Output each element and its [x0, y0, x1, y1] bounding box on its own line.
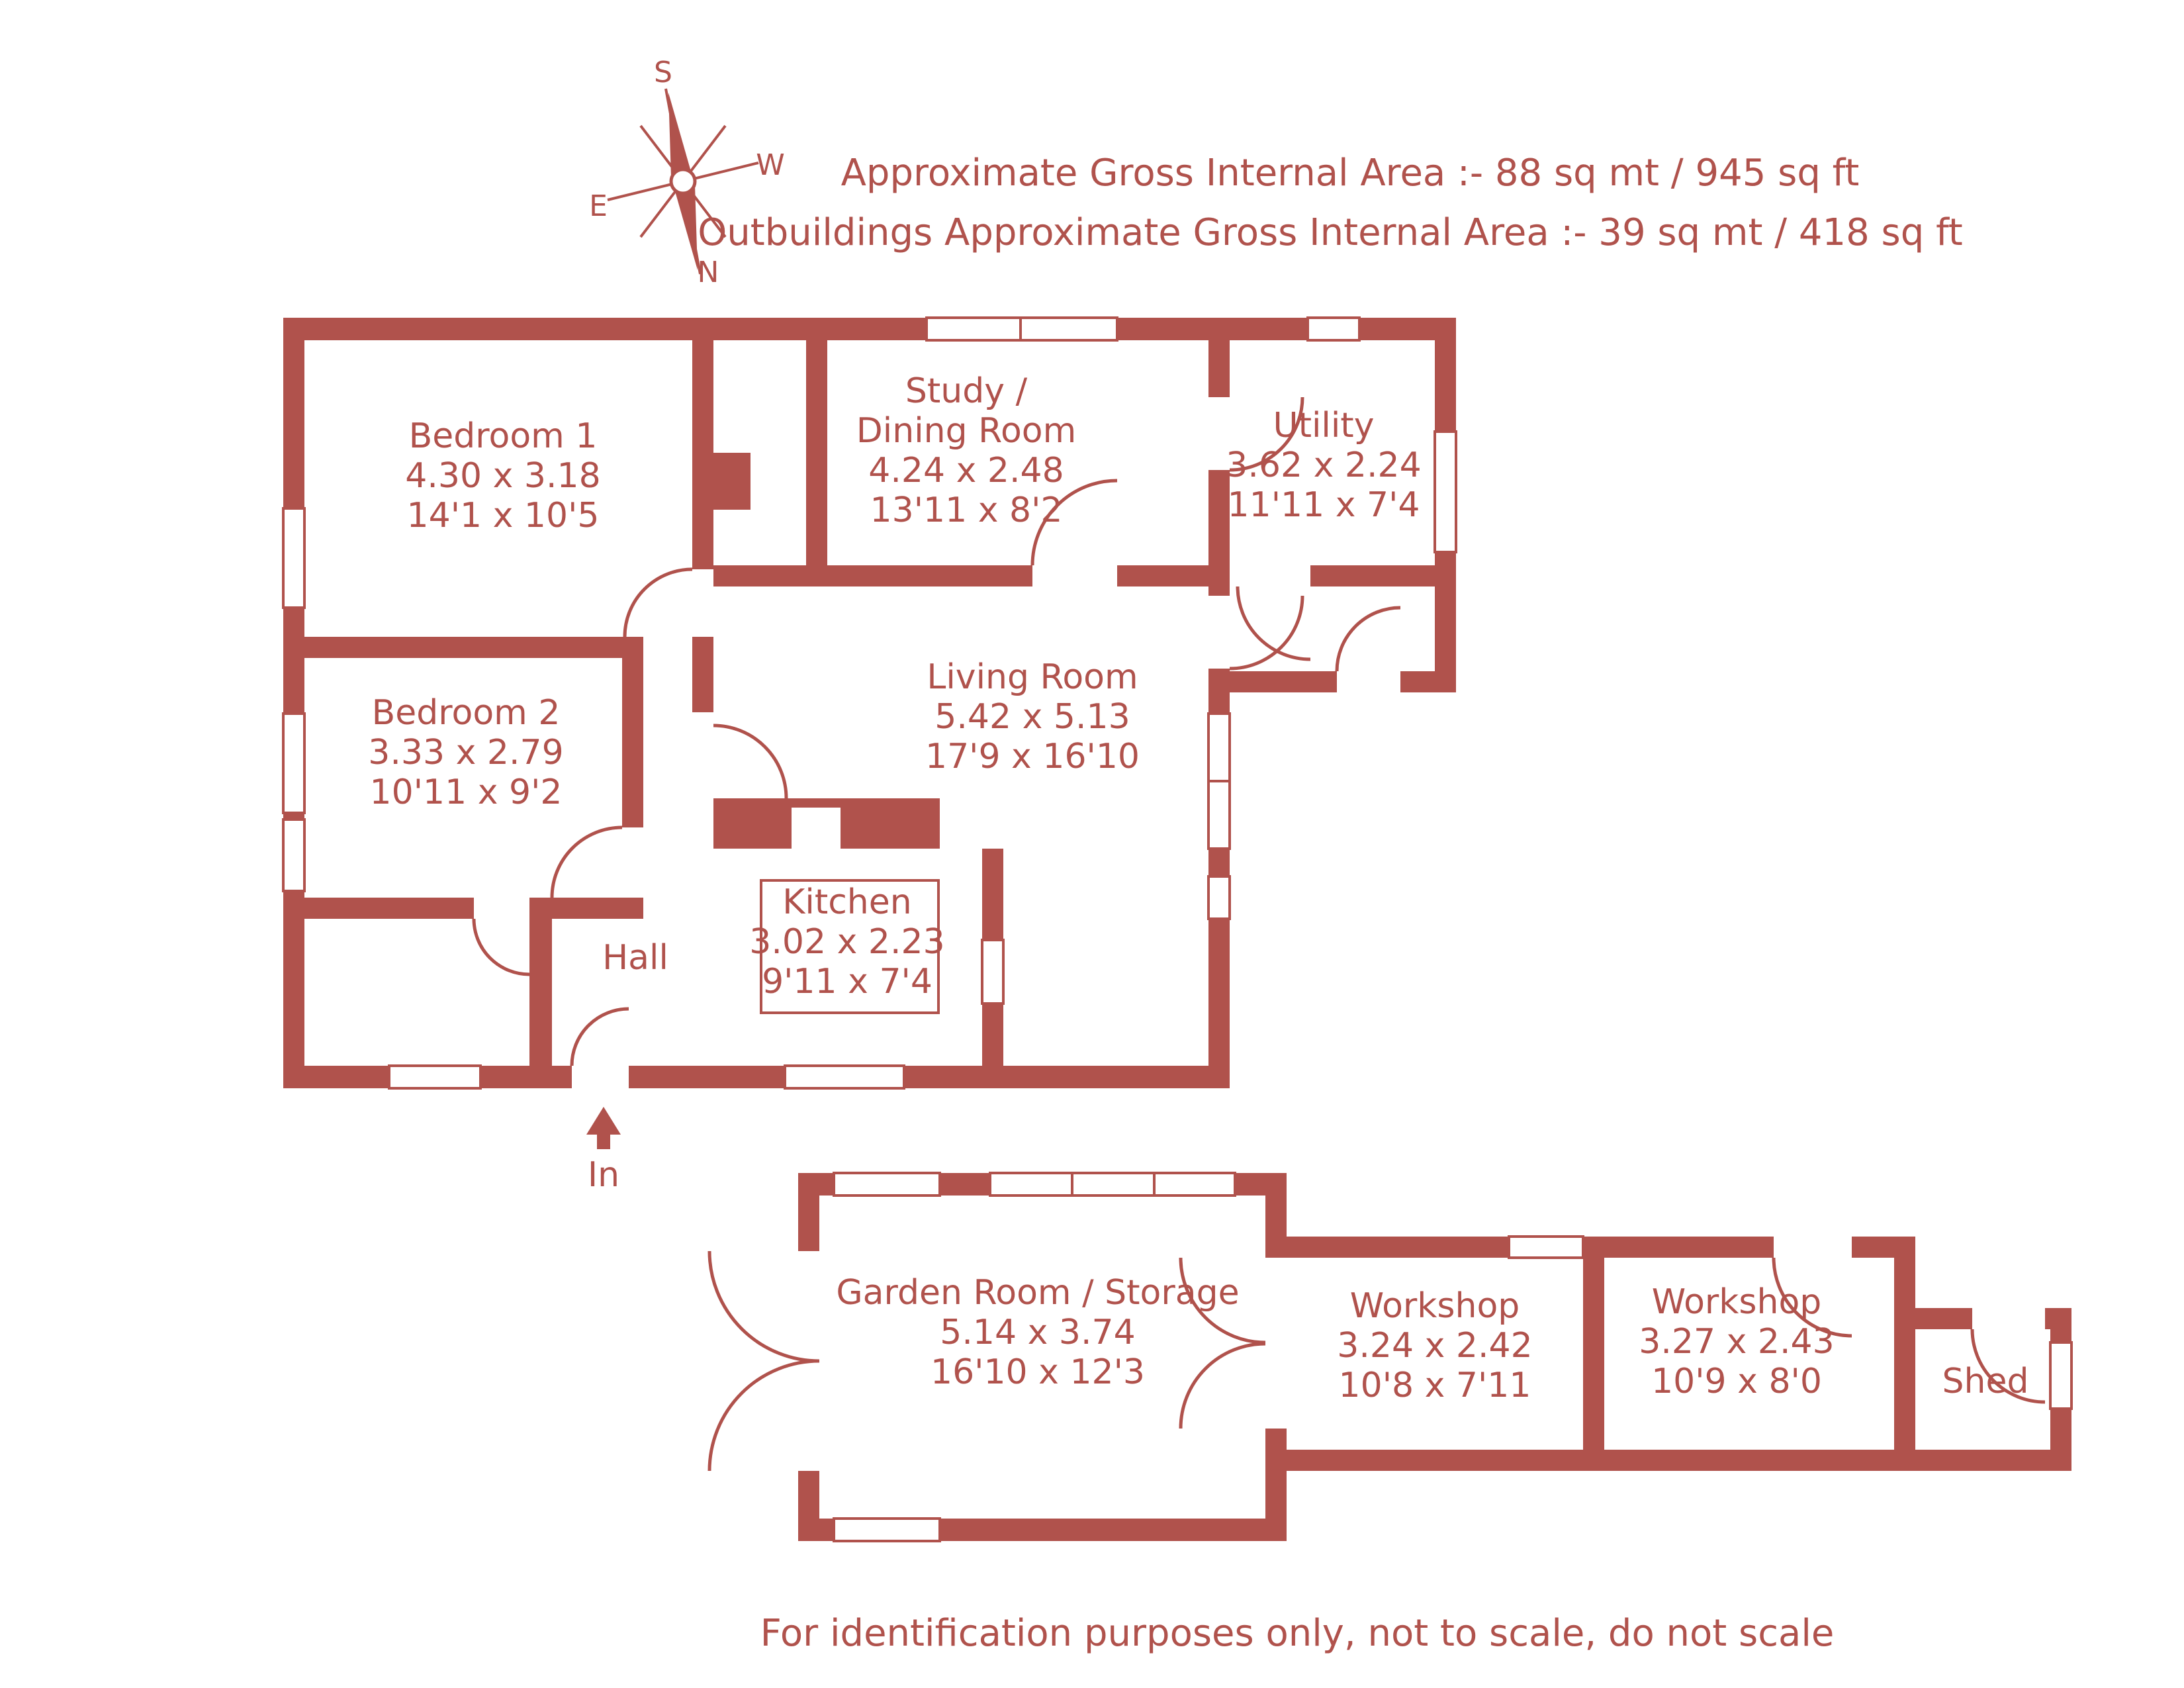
walls-main-house [283, 318, 1456, 1088]
room-label-bedroom1: Bedroom 1 4.30 x 3.18 14'1 x 10'5 [405, 416, 600, 536]
window [282, 507, 306, 609]
room-dims-metric: 3.62 x 2.24 [1226, 445, 1421, 485]
room-dims-metric: 5.42 x 5.13 [934, 697, 1130, 737]
room-labels: Bedroom 1 4.30 x 3.18 14'1 x 10'5 Bedroo… [368, 371, 2028, 1405]
window [2049, 1341, 2073, 1410]
door-arc-garden-workshop-top [1179, 1257, 1266, 1344]
room-name: Study / [905, 371, 1028, 411]
room-dims-imperial: 10'11 x 9'2 [370, 773, 563, 812]
room-dims-metric: 3.02 x 2.23 [749, 922, 944, 962]
window [282, 712, 306, 814]
room-name: Workshop [1350, 1286, 1520, 1326]
room-dims-metric: 4.30 x 3.18 [405, 456, 600, 496]
compass-label-n: N [698, 256, 719, 289]
windows-outbuildings [833, 1172, 2073, 1542]
entrance-arrow-icon [586, 1107, 621, 1135]
compass-label-s: S [654, 56, 672, 89]
room-dims-metric: 3.33 x 2.79 [368, 733, 563, 773]
room-name: Garden Room / Storage [836, 1273, 1239, 1313]
room-dims-imperial: 13'11 x 8'2 [870, 491, 1063, 530]
room-name: Workshop [1652, 1282, 1822, 1322]
door-arc-workshop2 [1772, 1257, 1852, 1338]
room-name: Kitchen [782, 882, 911, 922]
window [833, 1517, 941, 1542]
room-label-kitchen: Kitchen 3.02 x 2.23 9'11 x 7'4 [749, 879, 945, 1014]
room-name: Utility [1273, 406, 1375, 445]
room-name: Bedroom 1 [409, 416, 598, 456]
window [1306, 316, 1361, 342]
compass-hub [669, 167, 697, 195]
compass-label-w: W [756, 148, 785, 182]
room-label-garden-room: Garden Room / Storage 5.14 x 3.74 16'10 … [836, 1273, 1239, 1392]
room-label-shed: Shed [1942, 1362, 2029, 1401]
room-name-2: Dining Room [856, 411, 1076, 451]
window [282, 818, 306, 892]
door-arc-garden-workshop-bottom [1179, 1342, 1266, 1429]
room-dims-metric: 4.24 x 2.48 [868, 451, 1064, 491]
entrance-arrow-stem [597, 1132, 610, 1149]
area-summary-line2: Outbuildings Approximate Gross Internal … [698, 211, 1963, 254]
room-dims-imperial: 16'10 x 12'3 [931, 1352, 1145, 1392]
room-dims-metric: 5.14 x 3.74 [940, 1313, 1135, 1352]
door-arc-living-lobby [1229, 595, 1304, 671]
door-arc-study [1030, 479, 1118, 566]
room-label-utility: Utility 3.62 x 2.24 11'11 x 7'4 [1226, 406, 1421, 525]
room-label-living: Living Room 5.42 x 5.13 17'9 x 16'10 [925, 657, 1140, 776]
window [833, 1172, 941, 1197]
room-name: Shed [1942, 1362, 2029, 1401]
window [1433, 430, 1457, 553]
room-dims-metric: 3.24 x 2.42 [1337, 1326, 1532, 1366]
door-arc-hall-living [713, 724, 788, 799]
disclaimer-text: For identification purposes only, not to… [760, 1612, 1835, 1655]
room-dims-imperial: 11'11 x 7'4 [1228, 485, 1420, 525]
door-arc-garden-room-left-top [707, 1250, 820, 1363]
room-label-bedroom2: Bedroom 2 3.33 x 2.79 10'11 x 9'2 [368, 693, 563, 812]
compass-rose: S W E N [589, 56, 785, 289]
room-dims-imperial: 9'11 x 7'4 [762, 962, 933, 1002]
door-arc-garden-room-left-bottom [707, 1359, 820, 1472]
room-label-hall: Hall [602, 938, 668, 978]
windows-main-house [282, 316, 1457, 1090]
door-arc-back-door [1335, 606, 1401, 672]
door-arc-utility-lobby [1236, 586, 1311, 661]
area-summary-line1: Approximate Gross Internal Area :- 88 sq… [841, 152, 1860, 195]
compass-label-e: E [589, 189, 608, 223]
room-dims-imperial: 14'1 x 10'5 [407, 496, 600, 536]
doors-main-house [472, 397, 1401, 1066]
window [989, 1172, 1236, 1197]
room-name: Living Room [927, 657, 1138, 697]
room-dims-imperial: 10'9 x 8'0 [1651, 1362, 1822, 1401]
door-arc-bedroom2 [550, 825, 623, 898]
door-arc-bottom-room [472, 918, 530, 976]
window [1207, 875, 1231, 920]
window [388, 1064, 482, 1090]
entrance-label: In [588, 1155, 619, 1195]
room-name: Hall [602, 938, 668, 978]
entrance-marker: In [586, 1107, 621, 1195]
doors-outbuildings [707, 1250, 2046, 1472]
room-dims-imperial: 17'9 x 16'10 [925, 737, 1140, 776]
window [925, 316, 1118, 342]
window [1207, 712, 1231, 850]
room-dims-metric: 3.27 x 2.43 [1639, 1322, 1834, 1362]
room-label-workshop2: Workshop 3.27 x 2.43 10'9 x 8'0 [1639, 1282, 1834, 1401]
door-arc-entrance [570, 1007, 629, 1066]
room-label-study: Study / Dining Room 4.24 x 2.48 13'11 x … [856, 371, 1076, 530]
kitchen-label-box [760, 879, 940, 1014]
window [1508, 1235, 1584, 1259]
window [784, 1064, 905, 1090]
room-dims-imperial: 10'8 x 7'11 [1339, 1366, 1531, 1405]
entrance-door-opening [572, 1066, 629, 1088]
door-arc-utility [1229, 397, 1304, 472]
room-name: Bedroom 2 [372, 693, 561, 733]
window [981, 939, 1005, 1005]
door-arc-bedroom1 [623, 567, 693, 637]
door-arc-shed [1970, 1329, 2046, 1404]
room-label-workshop1: Workshop 3.24 x 2.42 10'8 x 7'11 [1337, 1286, 1532, 1405]
